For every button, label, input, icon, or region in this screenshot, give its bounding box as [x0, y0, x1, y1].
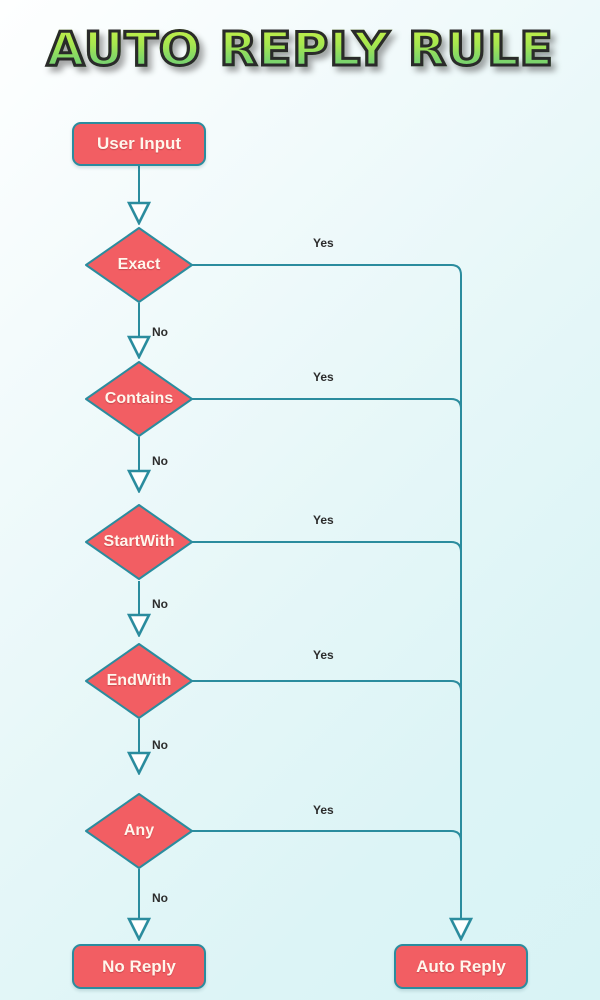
edge-exact-yes — [192, 264, 462, 938]
page-title: AUTO REPLY RULE — [0, 22, 600, 76]
edge-label-startwith-no: No — [152, 597, 168, 611]
edge-label-startwith-yes: Yes — [313, 513, 334, 527]
edge-any-yes — [192, 830, 462, 842]
node-auto-reply-label: Auto Reply — [416, 956, 506, 976]
edge-label-endwith-no: No — [152, 738, 168, 752]
decision-shape-exact[interactable] — [85, 227, 193, 303]
decision-shape-any[interactable] — [85, 793, 193, 869]
node-no-reply[interactable]: No Reply — [72, 944, 206, 989]
edge-label-exact-yes: Yes — [313, 236, 334, 250]
edge-contains-yes — [192, 398, 462, 410]
decision-shape-endwith[interactable] — [85, 643, 193, 719]
decision-shape-startwith[interactable] — [85, 504, 193, 580]
edge-label-endwith-yes: Yes — [313, 648, 334, 662]
node-user-input-label: User Input — [96, 134, 182, 153]
edge-startwith-yes — [192, 541, 462, 553]
node-user-input[interactable]: User Input — [72, 122, 206, 166]
edge-label-any-yes: Yes — [313, 803, 334, 817]
edge-label-any-no: No — [152, 891, 168, 905]
edge-endwith-yes — [192, 680, 462, 692]
edge-label-contains-yes: Yes — [313, 370, 334, 384]
node-auto-reply[interactable]: Auto Reply — [394, 944, 528, 989]
page-title-text: AUTO REPLY RULE — [45, 22, 554, 76]
edge-label-contains-no: No — [152, 454, 168, 468]
decision-shape-contains[interactable] — [85, 361, 193, 437]
node-no-reply-label: No Reply — [102, 956, 176, 976]
edge-label-exact-no: No — [152, 325, 168, 339]
